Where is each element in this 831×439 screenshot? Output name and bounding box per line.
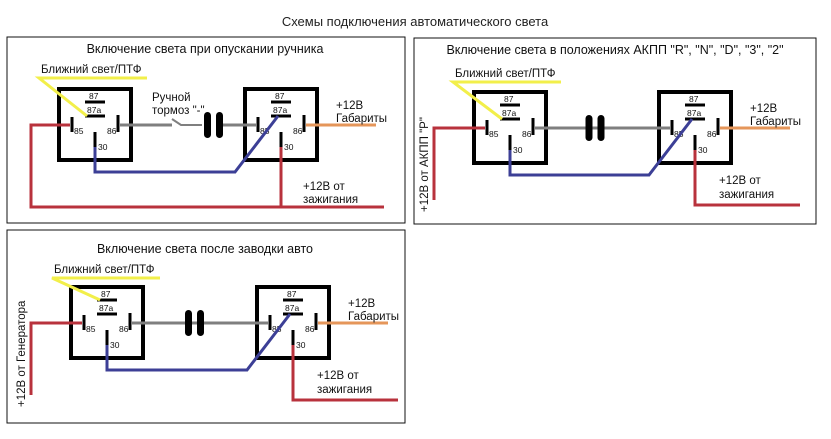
low-beam-wire — [34, 76, 147, 118]
pin-87a-label: 87a — [273, 105, 287, 115]
pin-30-label: 30 — [698, 145, 708, 155]
connector — [585, 115, 605, 141]
side-lights-label-line2: Габариты — [336, 113, 387, 125]
ignition-wire — [29, 123, 384, 209]
pin-85-label: 85 — [489, 129, 499, 139]
pin-87-label: 87 — [101, 289, 111, 299]
connector-left-half — [585, 115, 593, 141]
side-lights-label-line1: +12В — [336, 100, 364, 112]
side-lights-label-line1: +12В — [348, 298, 376, 310]
pin-87a-label: 87a — [687, 108, 701, 118]
connector — [185, 310, 204, 336]
connector-right-half — [597, 115, 605, 141]
ignition-label-line2: зажигания — [317, 384, 372, 396]
connector-left-half — [204, 112, 211, 138]
pin-87a-label: 87a — [99, 303, 113, 313]
ignition-label-line2: зажигания — [303, 194, 358, 206]
handbrake-label-line2: тормоз "-" — [152, 105, 205, 117]
ignition-wire — [291, 345, 398, 402]
pin-86-label: 86 — [293, 126, 303, 136]
pin-85-label: 85 — [74, 126, 84, 136]
panel-title: Включение света в положениях АКПП "R", "… — [446, 43, 783, 57]
pin-87a-label: 87a — [87, 105, 101, 115]
pin-87-label: 87 — [89, 91, 99, 101]
ignition-wire — [693, 150, 800, 207]
low-beam-wire — [448, 80, 561, 121]
pin-86-label: 86 — [107, 126, 117, 136]
pin-30-label: 30 — [98, 142, 108, 152]
source-wire — [432, 126, 485, 200]
connector-right-half — [216, 112, 223, 138]
low-beam-label: Ближний свет/ПТФ — [455, 68, 556, 80]
panel-border — [6, 229, 406, 424]
panel-border — [413, 37, 817, 225]
source-label: +12В от АКПП "P" — [419, 117, 431, 212]
low-beam-label: Ближний свет/ПТФ — [54, 264, 155, 276]
handbrake-switch — [171, 118, 202, 126]
pin-86-label: 86 — [707, 129, 717, 139]
blue-wire — [105, 313, 292, 372]
pin-30-label: 30 — [284, 142, 294, 152]
pin-87-label: 87 — [689, 94, 699, 104]
connector-right-half — [197, 310, 204, 336]
pin-30-label: 30 — [513, 145, 523, 155]
pin-86-label: 86 — [522, 129, 532, 139]
diagram-title: Схемы подключения автоматического света — [282, 14, 549, 29]
panel-title: Включение света при опускании ручника — [87, 42, 324, 56]
handbrake-label-line1: Ручной — [152, 92, 191, 104]
low-beam-label: Ближний свет/ПТФ — [41, 64, 142, 76]
blue-wire — [508, 118, 694, 177]
pin-86-label: 86 — [305, 324, 315, 334]
ignition-label-line1: +12В от — [317, 370, 360, 382]
source-wire — [29, 321, 82, 395]
panel-title: Включение света после заводки авто — [97, 242, 313, 256]
side-lights-label-line1: +12В — [750, 103, 778, 115]
panel-engine-start: Включение света после заводки авто 87 87a 8… — [6, 229, 406, 424]
ignition-label-line1: +12В от — [303, 181, 346, 193]
panel-automatic: Включение света в положениях АКПП "R", "… — [413, 37, 817, 225]
source-label: +12В от Генератора — [16, 300, 28, 407]
low-beam-wire — [51, 276, 160, 302]
connector — [204, 112, 223, 138]
pin-85-label: 85 — [86, 324, 96, 334]
pin-87-label: 87 — [504, 94, 514, 104]
pin-86-label: 86 — [119, 324, 129, 334]
ignition-label-line1: +12В от — [719, 175, 762, 187]
connector-left-half — [185, 310, 192, 336]
pin-87-label: 87 — [275, 91, 285, 101]
pin-30-label: 30 — [296, 340, 306, 350]
blue-wire — [93, 115, 280, 174]
ignition-label-line2: зажигания — [719, 189, 774, 201]
pin-87a-label: 87a — [285, 303, 299, 313]
panel-handbrake: Включение света при опускании ручника 87 8… — [6, 36, 406, 224]
pin-87a-label: 87a — [502, 108, 516, 118]
pin-30-label: 30 — [110, 340, 120, 350]
side-lights-label-line2: Габариты — [750, 116, 801, 128]
pin-87-label: 87 — [287, 289, 297, 299]
side-lights-label-line2: Габариты — [348, 311, 399, 323]
